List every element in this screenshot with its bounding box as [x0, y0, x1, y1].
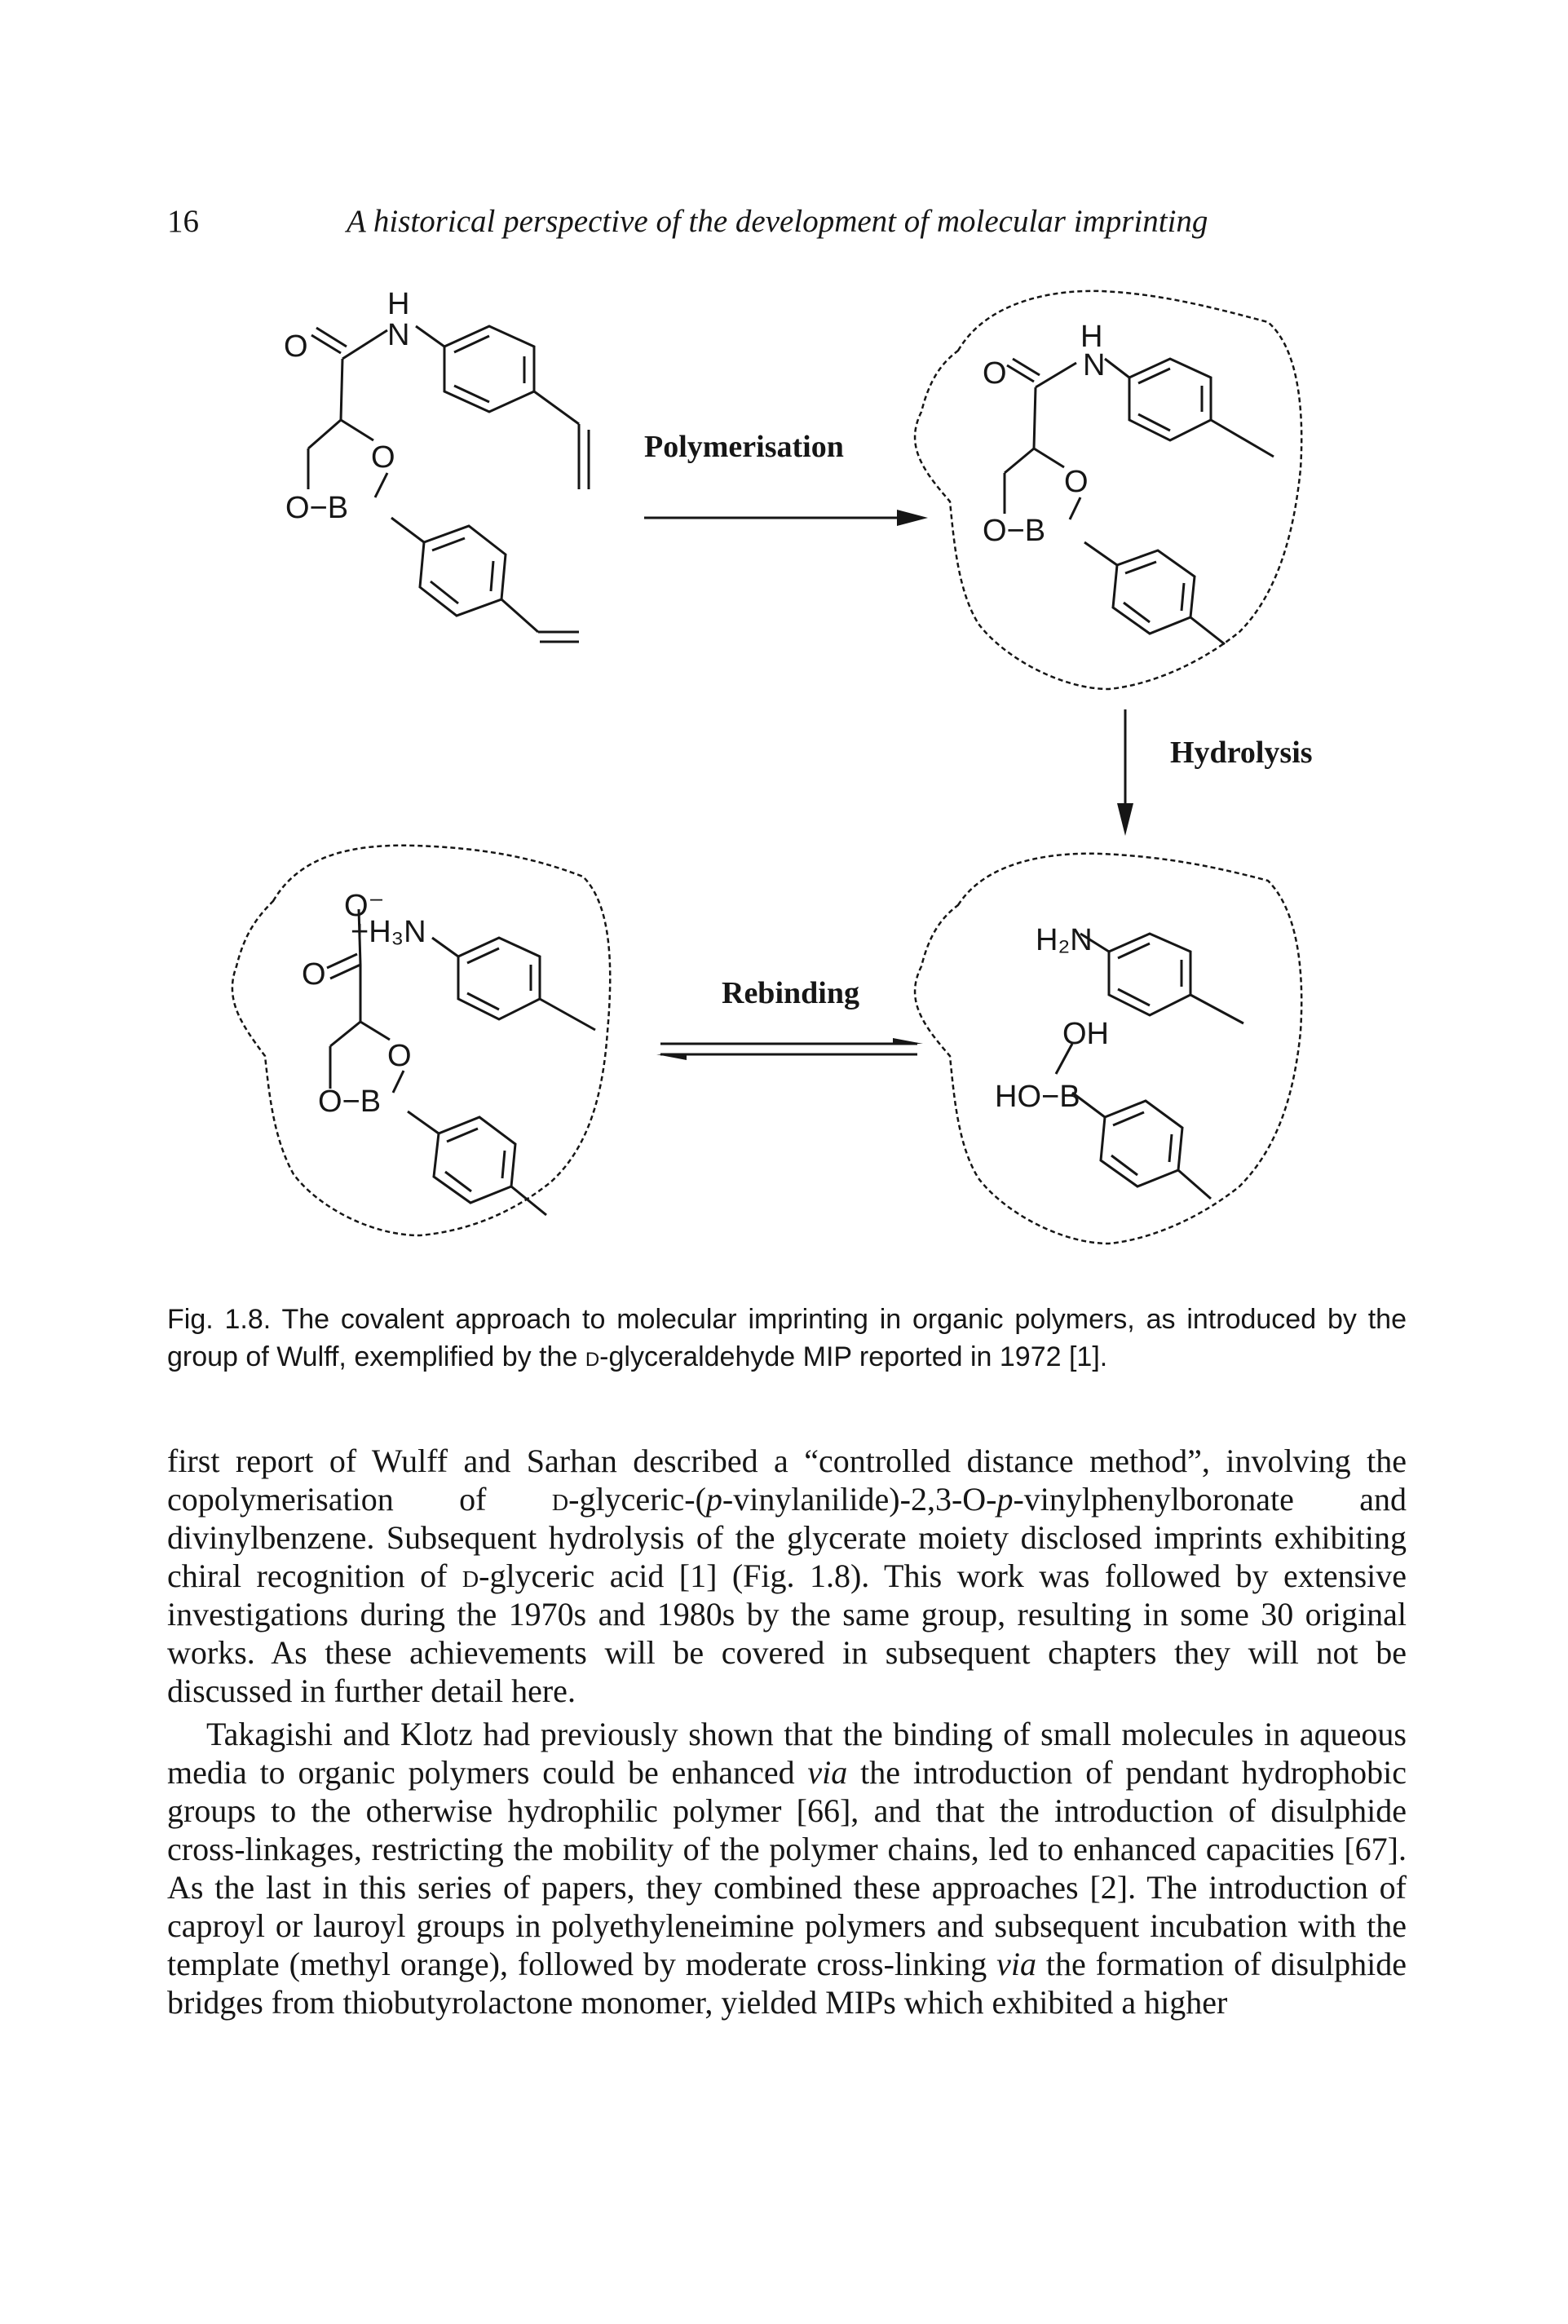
label-hydrolysis: Hydrolysis — [1170, 736, 1313, 770]
p2-text: Takagishi and Klotz had previously shown… — [167, 1716, 1407, 1791]
polymer-atom-N: N — [1083, 348, 1105, 382]
hydrolysed-atom-H2N: H₂N — [1036, 923, 1093, 957]
rebound-atom-O-ring: O — [387, 1039, 412, 1073]
page-number: 16 — [167, 204, 199, 239]
reaction-scheme: H O N O O−B Polymerisation — [220, 281, 1394, 1313]
p1-smallcap-d: d — [462, 1557, 479, 1594]
monomer-atom-H: H — [387, 287, 409, 321]
body-text: first report of Wulff and Sarhan describ… — [167, 1442, 1407, 2021]
page-header: 16 A historical perspective of the devel… — [167, 197, 1407, 246]
monomer-atom-O-carbonyl: O — [284, 329, 308, 364]
rebound-atom-O-B: O−B — [318, 1085, 381, 1119]
arrow-rebinding — [656, 1038, 923, 1060]
hydrolysed-structure: H₂N OH HO−B — [995, 923, 1244, 1200]
polymer-atom-O-ring: O — [1064, 465, 1089, 499]
polymer-atom-H: H — [1080, 320, 1102, 354]
p2-italic-via: via — [996, 1946, 1036, 1982]
p2-italic-via: via — [807, 1754, 848, 1791]
label-rebinding: Rebinding — [722, 976, 859, 1010]
hydrolysed-atom-HOB: HO−B — [995, 1080, 1080, 1114]
p1-text: first report of Wulff and Sarhan describ… — [167, 1443, 1407, 1518]
monomer-atom-N: N — [387, 318, 409, 352]
p1-text: -vinylanilide)-2,3-O- — [722, 1481, 997, 1518]
p2-text: the formation of disulphide bridges from… — [167, 1946, 1407, 2021]
caption-text-before: The covalent approach to molecular impri… — [167, 1304, 1407, 1372]
polymer-atom-O-B: O−B — [983, 514, 1045, 548]
p1-text: -glyceric-( — [568, 1481, 706, 1518]
running-title: A historical perspective of the developm… — [347, 204, 1208, 239]
rebound-atom-O-minus: O⁻ — [344, 889, 385, 923]
label-polymerisation: Polymerisation — [644, 430, 844, 464]
p2-text: the introduction of pendant hydrophobic … — [167, 1754, 1407, 1982]
hydrolysed-cavity — [913, 852, 1303, 1245]
monomer-atom-O-ring: O — [371, 440, 395, 475]
figure-caption: Fig. 1.8. The covalent approach to molec… — [167, 1301, 1407, 1376]
polymer-structure: H O N O O−B — [983, 320, 1274, 646]
caption-smallcap: d — [585, 1341, 600, 1372]
p1-italic-p: p — [705, 1481, 722, 1518]
monomer-atom-O-B: O−B — [285, 491, 348, 525]
rebound-cavity — [231, 844, 612, 1237]
p1-italic-p: p — [996, 1481, 1014, 1518]
hydrolysed-atom-OH: OH — [1062, 1017, 1109, 1051]
p1-text: -glyceric acid [1] (Fig. 1.8). This work… — [167, 1557, 1407, 1709]
polymer-atom-O-carbonyl: O — [983, 356, 1007, 391]
caption-label: Fig. 1.8. — [167, 1304, 272, 1335]
caption-text-after: -glyceraldehyde MIP reported in 1972 [1]… — [599, 1341, 1108, 1372]
p1-smallcap-d: d — [551, 1481, 569, 1518]
rebound-structure: O⁻ +H₃N O O O−B — [302, 889, 596, 1217]
polymer-cavity — [913, 289, 1303, 691]
rebound-atom-O-carbonyl: O — [302, 957, 326, 992]
monomer-structure: H O N O O−B — [284, 287, 590, 643]
paragraph-2: Takagishi and Klotz had previously shown… — [167, 1715, 1407, 2021]
p1-text: -vinylphenylboronate and divinylbenzene.… — [167, 1481, 1407, 1594]
rebound-atom-H3N: +H₃N — [351, 915, 426, 949]
paragraph-1: first report of Wulff and Sarhan describ… — [167, 1442, 1407, 1710]
scheme-drawing: H O N O O−B Polymerisation — [231, 287, 1313, 1245]
